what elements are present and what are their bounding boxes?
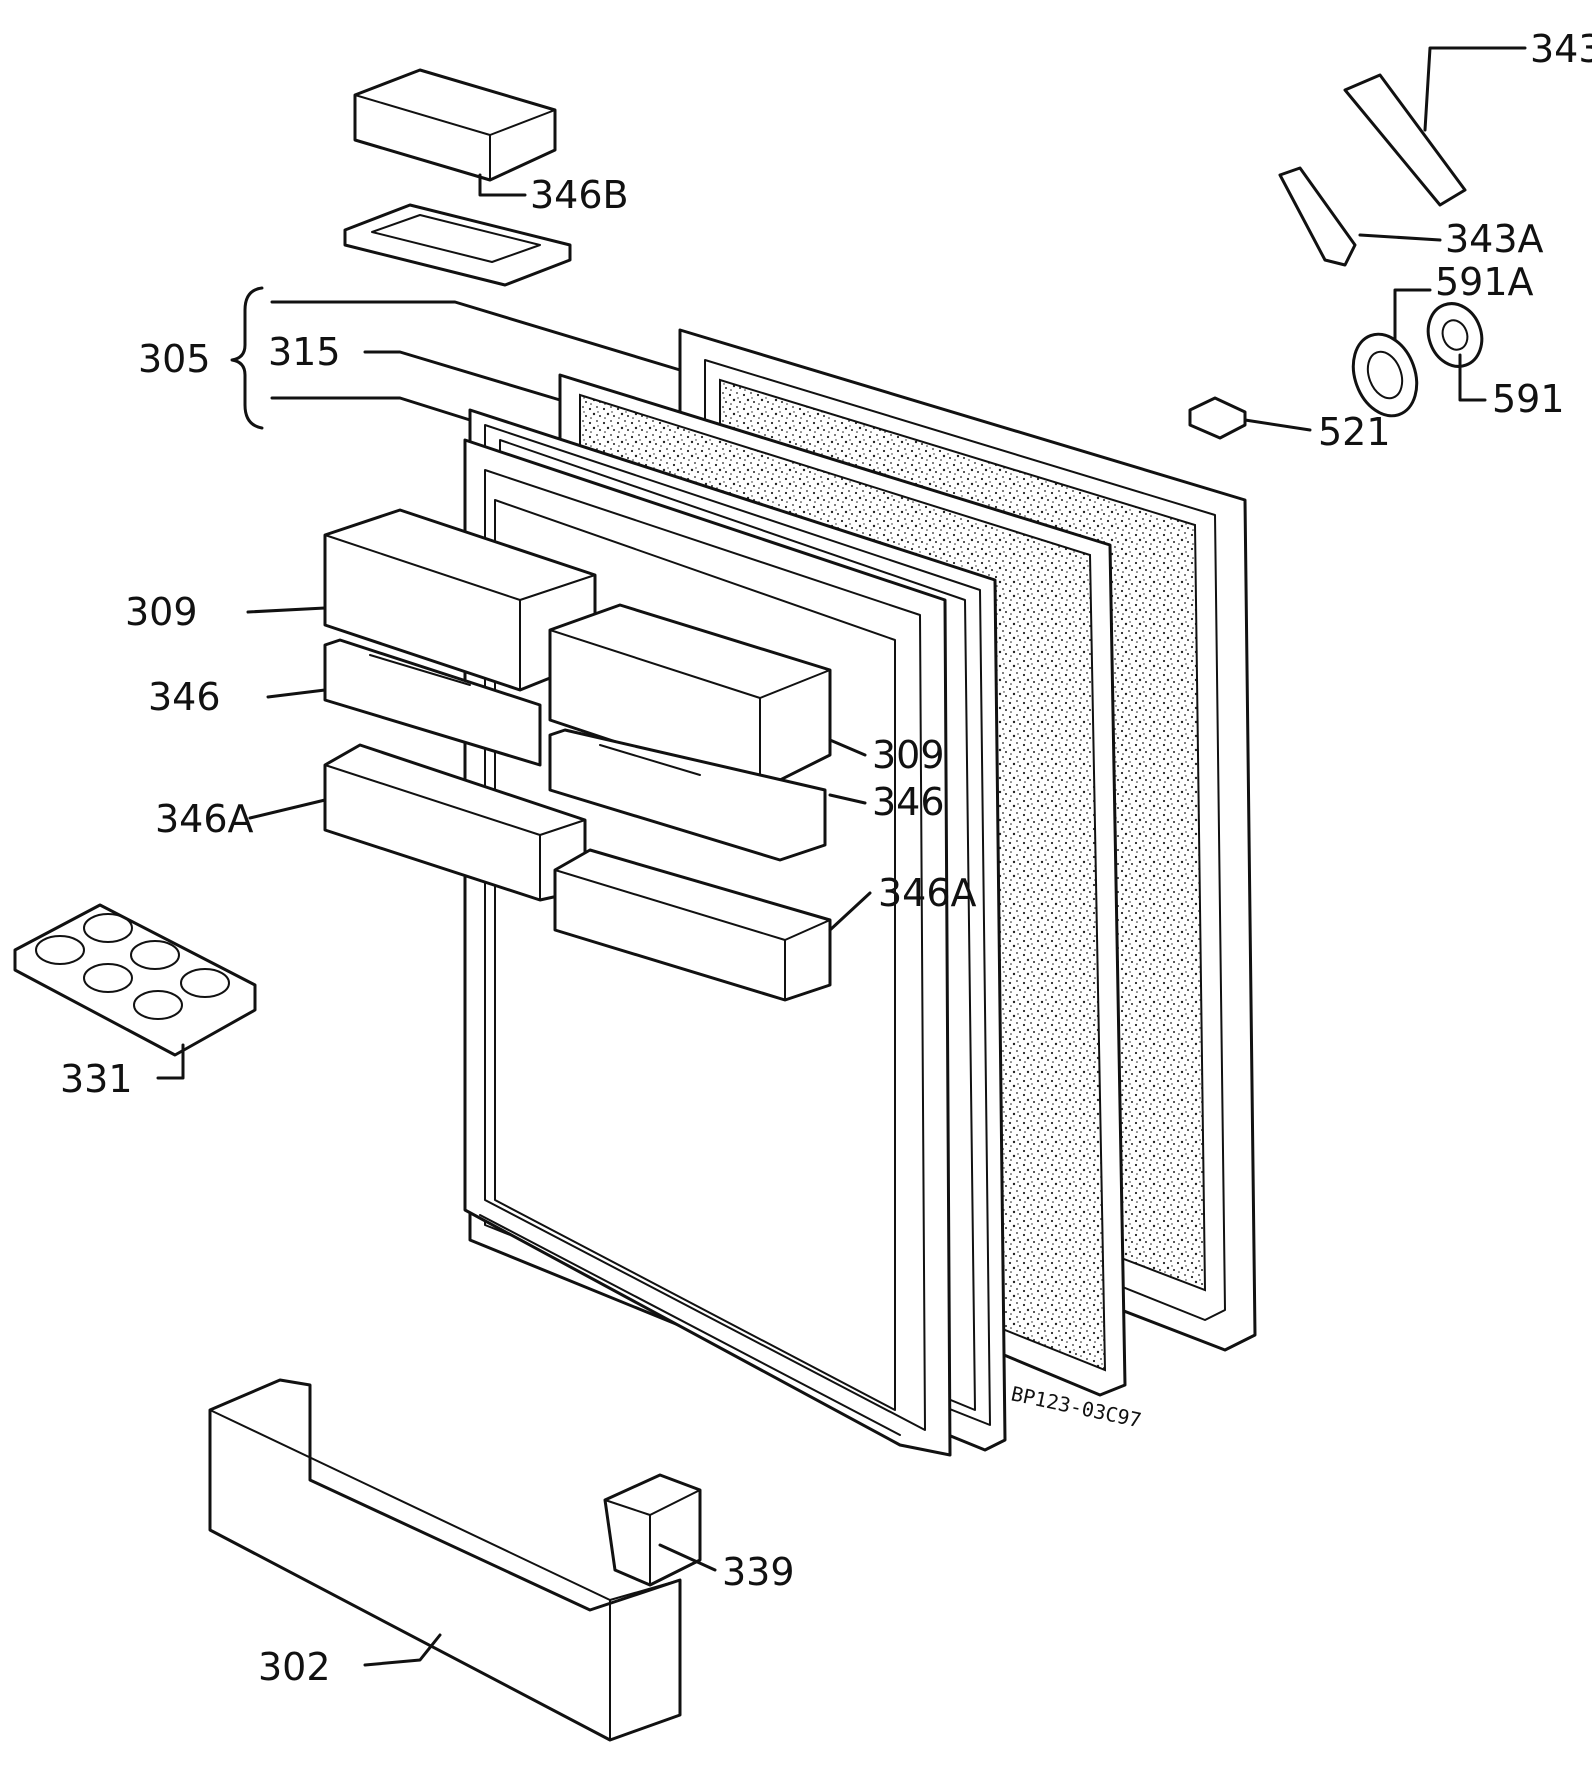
label-339: 339	[722, 1550, 795, 1594]
upper-right-container	[548, 603, 832, 792]
label-315: 315	[268, 330, 341, 374]
label-343A: 343A	[1445, 217, 1544, 261]
label-591: 591	[1492, 377, 1565, 421]
label-302: 302	[258, 1645, 331, 1689]
egg-tray	[13, 903, 257, 1057]
label-346A-right: 346A	[878, 871, 977, 915]
label-346B: 346B	[530, 173, 629, 217]
bracket-305	[230, 286, 264, 430]
label-346-right: 346	[872, 780, 945, 824]
drawing-code: BP123-03C97	[1009, 1381, 1144, 1432]
upper-left-container	[323, 508, 597, 692]
label-521: 521	[1318, 410, 1391, 454]
butter-dish	[343, 68, 572, 287]
label-305: 305	[138, 337, 211, 381]
right-bottle-rack	[553, 848, 832, 1002]
wrench-small	[1278, 166, 1357, 267]
label-346A-left: 346A	[155, 797, 254, 841]
door-stop	[1188, 396, 1247, 440]
label-309-left: 309	[125, 590, 198, 634]
label-331: 331	[60, 1057, 133, 1101]
hinge-cap	[1426, 302, 1484, 368]
upper-right-shelf	[548, 728, 827, 862]
hinge-gear	[1351, 332, 1419, 418]
label-343: 343	[1530, 27, 1592, 71]
label-309-right: 309	[872, 733, 945, 777]
clip-part	[603, 1473, 702, 1587]
label-591A: 591A	[1435, 260, 1534, 304]
bottom-bottle-shelf	[208, 1378, 682, 1742]
label-346-left: 346	[148, 675, 221, 719]
wrench-large	[1343, 73, 1467, 207]
leader-lines	[156, 46, 1527, 1667]
